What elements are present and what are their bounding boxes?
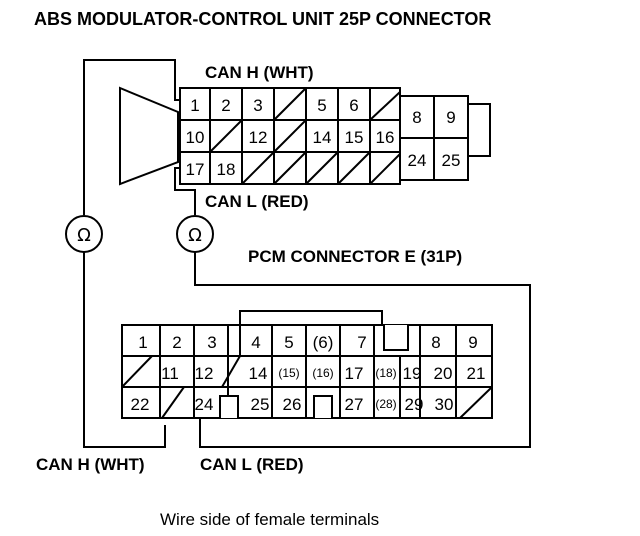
ohm-symbol: Ω (188, 225, 202, 246)
pcm-pin: 14 (249, 364, 268, 383)
pcm-pin: 26 (283, 395, 302, 414)
abs-pin: 5 (317, 96, 326, 115)
footer-caption: Wire side of female terminals (160, 510, 379, 529)
pcm-connector (121, 310, 493, 419)
abs-pin: 14 (313, 128, 332, 147)
abs-pin: 24 (408, 151, 427, 170)
can-l-wire-abs (174, 167, 196, 215)
abs-pin: 12 (249, 128, 268, 147)
pcm-pin: 7 (357, 333, 366, 352)
abs-pin: 3 (253, 96, 262, 115)
abs-connector-bracket (468, 103, 491, 157)
pcm-top-latch (239, 310, 383, 326)
abs-can-h-label: CAN H (WHT) (205, 63, 314, 82)
pcm-pin: 27 (345, 395, 364, 414)
abs-pin: 25 (442, 151, 461, 170)
pcm-pin: 4 (251, 333, 260, 352)
pcm-pin: 17 (345, 364, 364, 383)
pcm-pin: 3 (207, 333, 216, 352)
ohm-meter-icon (65, 215, 103, 253)
abs-pin: 16 (376, 128, 395, 147)
diagram-title: ABS MODULATOR-CONTROL UNIT 25P CONNECTOR (34, 9, 491, 29)
can-h-wire-pcm (83, 252, 166, 448)
ohm-meter-icon (176, 215, 214, 253)
pcm-pin: (18) (375, 366, 396, 380)
pcm-pin: 22 (131, 395, 150, 414)
pcm-pin: 24 (195, 395, 214, 414)
ohmmeter-1: Ω (65, 215, 103, 253)
pcm-pin: 2 (172, 333, 181, 352)
pcm-pin: 20 (434, 364, 453, 383)
abs-connector-latch (119, 86, 179, 186)
ohm-symbol: Ω (77, 225, 91, 246)
abs-can-l-label: CAN L (RED) (205, 192, 309, 211)
pcm-connector-title: PCM CONNECTOR E (31P) (248, 247, 462, 266)
abs-pin: 15 (345, 128, 364, 147)
pcm-can-h-label: CAN H (WHT) (36, 455, 145, 474)
abs-pin: 2 (221, 96, 230, 115)
can-l-wire-pcm (194, 252, 531, 448)
pcm-pin: (15) (278, 366, 299, 380)
pcm-pin: 11 (161, 364, 179, 383)
abs-pin: 9 (446, 108, 455, 127)
pcm-pin: 5 (284, 333, 293, 352)
abs-pin: 17 (186, 160, 205, 179)
abs-pin: 6 (349, 96, 358, 115)
abs-pin: 10 (186, 128, 205, 147)
abs-pin: 18 (217, 160, 236, 179)
pcm-pin: 29 (405, 395, 424, 414)
pcm-pin: (16) (312, 366, 333, 380)
pcm-pin: 21 (467, 364, 486, 383)
pcm-notch (313, 395, 333, 418)
pcm-notch (219, 395, 239, 418)
pcm-pin: 30 (435, 395, 454, 414)
pcm-pin: (28) (375, 397, 396, 411)
pcm-pin: 9 (468, 333, 477, 352)
abs-connector (119, 86, 491, 186)
pcm-pin: 25 (251, 395, 270, 414)
abs-pin-labels: 1 2 3 5 6 10 12 14 15 16 17 18 8 9 24 25 (186, 96, 461, 179)
pcm-notch (383, 325, 409, 351)
pcm-pin: 19 (403, 364, 422, 383)
can-h-wire-abs (83, 59, 180, 215)
pcm-pin: (6) (313, 333, 334, 352)
wires (83, 59, 531, 448)
pcm-pin: 1 (138, 333, 147, 352)
pcm-pin-labels: 1 2 3 4 5 (6) 7 8 9 11 12 14 (15) (16) 1… (131, 333, 486, 414)
pcm-can-l-label: CAN L (RED) (200, 455, 304, 474)
abs-pin: 1 (190, 96, 199, 115)
ohmmeter-2: Ω (176, 215, 214, 253)
pcm-pin: 8 (431, 333, 440, 352)
pcm-pin: 12 (195, 364, 214, 383)
abs-pin: 8 (412, 108, 421, 127)
